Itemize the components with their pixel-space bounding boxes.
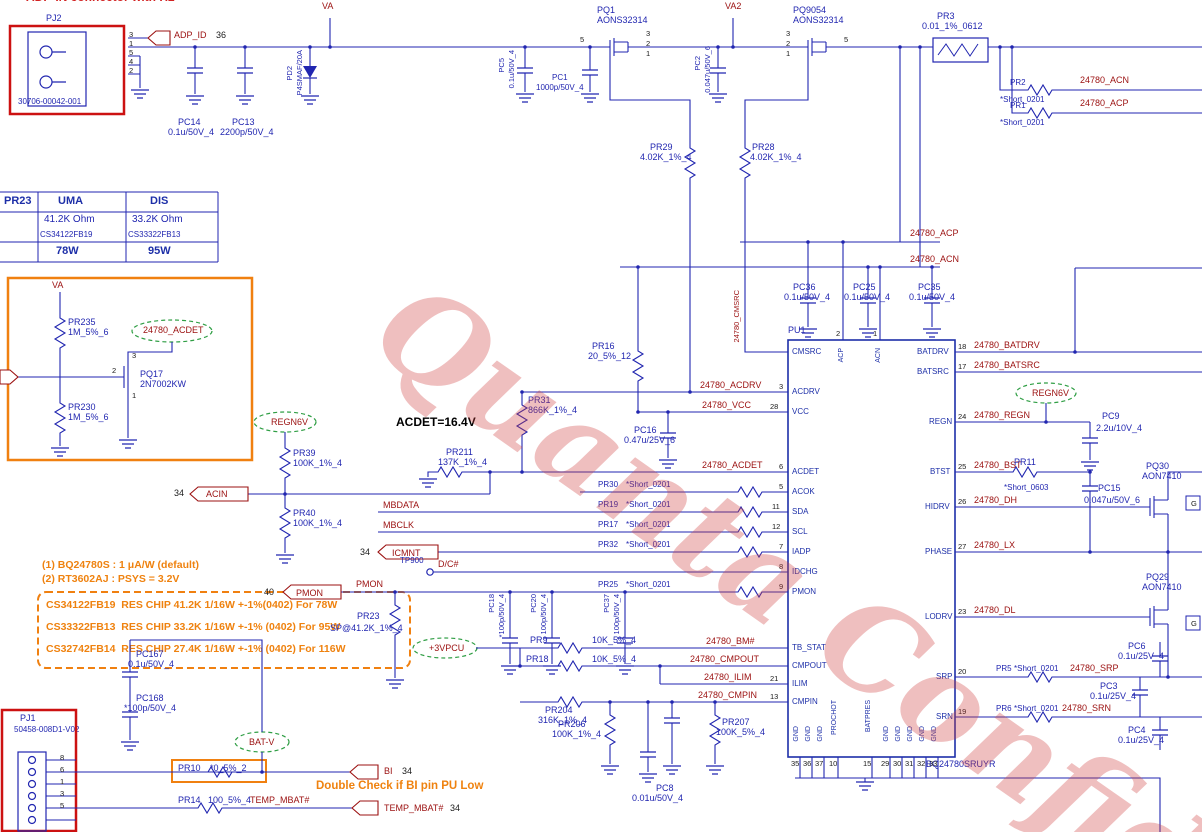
note-psys: (2) RT3602AJ : PSYS = 3.2V bbox=[42, 573, 180, 585]
junction-dots bbox=[193, 45, 1170, 774]
ic-refdes: PU1 bbox=[788, 325, 806, 335]
pj1-refdes: PJ1 bbox=[20, 713, 36, 723]
pj1-connector-symbol bbox=[17, 751, 47, 832]
pj2-highlight-box bbox=[8, 24, 126, 116]
pmon-arrow bbox=[282, 584, 342, 600]
res-option-116w: CS32742FB14 RES CHIP 27.4K 1/16W +-1% (0… bbox=[46, 643, 346, 655]
regn6v-power-flag bbox=[253, 411, 317, 433]
ic-part-number: BQ24780SRUYR bbox=[926, 759, 996, 769]
adp-id-arrow bbox=[147, 30, 171, 46]
offsheet-tag bbox=[1185, 615, 1201, 631]
icmnt-arrow bbox=[377, 544, 439, 560]
temp-mbat-arrow bbox=[351, 800, 379, 816]
3vpcu-power-flag bbox=[412, 637, 478, 659]
res-options-box bbox=[37, 591, 411, 669]
batv-power-flag bbox=[234, 731, 290, 753]
gate-input-arrow bbox=[0, 369, 19, 385]
ic-outline bbox=[787, 339, 956, 758]
offsheet-tag bbox=[1185, 495, 1201, 511]
pr10-highlight-box bbox=[171, 759, 267, 783]
tp900-testpoint bbox=[426, 568, 434, 576]
bi-warning-note: Double Check if BI pin PU Low bbox=[316, 780, 484, 792]
res-option-78w: CS34122FB19 RES CHIP 41.2K 1/16W +-1%(04… bbox=[46, 599, 338, 611]
top-red-note: ADP-IN connector with H2 bbox=[26, 0, 175, 3]
acdet-power-flag bbox=[131, 319, 213, 343]
pj2-part-number: 30706-00042-001 bbox=[18, 97, 82, 106]
pj1-part-number: 50458-008D1-V02 bbox=[14, 725, 80, 734]
pj1-highlight-box bbox=[0, 708, 78, 832]
pj2-connector-symbol bbox=[27, 31, 87, 107]
note-default: (1) BQ24780S : 1 μA/W (default) bbox=[42, 559, 199, 571]
resistor-symbols bbox=[54, 84, 1057, 814]
shunt-resistor-symbol bbox=[932, 37, 989, 63]
diode-symbol bbox=[303, 66, 317, 79]
acin-arrow bbox=[189, 486, 249, 502]
bi-arrow bbox=[349, 764, 379, 780]
pj2-refdes: PJ2 bbox=[46, 13, 62, 23]
sheet-ref-arrows bbox=[0, 30, 439, 816]
res-option-95w: CS33322FB13 RES CHIP 33.2K 1/16W +-1% (0… bbox=[46, 621, 341, 633]
acdet-callout: ACDET=16.4V bbox=[396, 415, 476, 429]
wires-path bbox=[18, 18, 1202, 832]
ground-symbols bbox=[50, 89, 1100, 791]
option-table-grid bbox=[0, 191, 219, 263]
regn6v-right-power-flag bbox=[1015, 382, 1077, 404]
acdet-highlight-box bbox=[6, 276, 254, 462]
